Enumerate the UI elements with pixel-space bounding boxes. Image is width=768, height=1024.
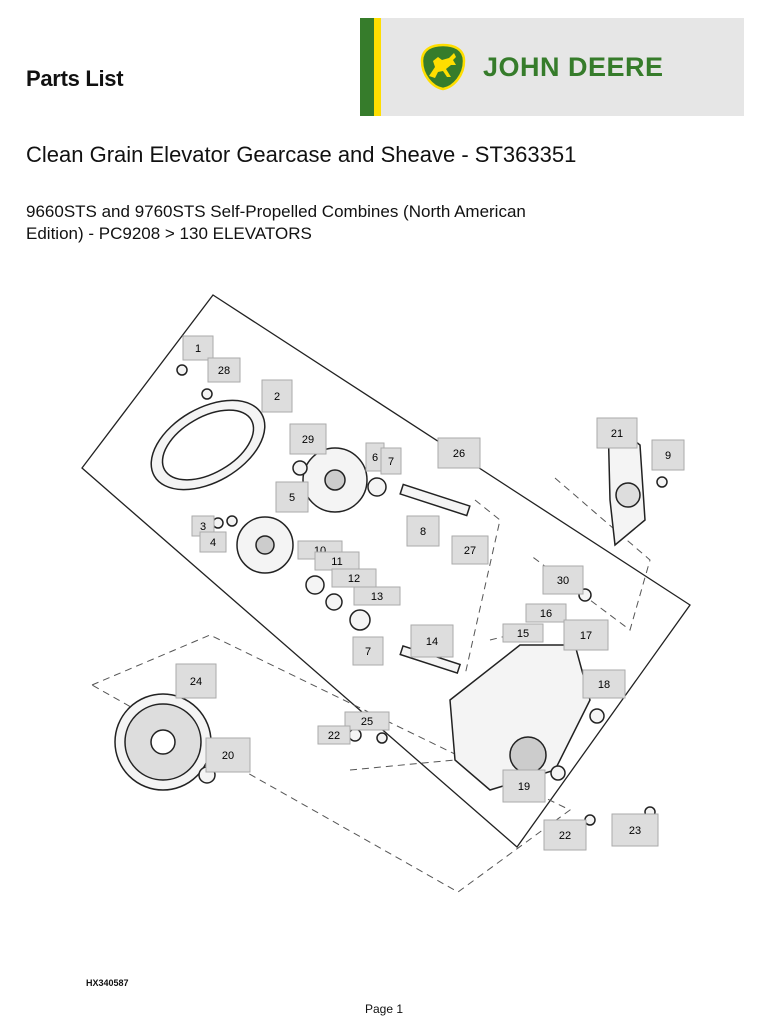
callout-30: 30 bbox=[542, 565, 584, 595]
callout-28-label: 28 bbox=[218, 365, 230, 377]
callout-19-label: 19 bbox=[518, 781, 530, 793]
callout-8-label: 8 bbox=[420, 526, 426, 538]
document-title: Clean Grain Elevator Gearcase and Sheave… bbox=[26, 142, 577, 167]
brand-green-bar bbox=[360, 18, 374, 116]
callout-17-label: 17 bbox=[580, 630, 592, 642]
document-subtitle: 9660STS and 9760STS Self-Propelled Combi… bbox=[26, 202, 526, 243]
callout-labels: 1 28 2 29 6 7 26 21 9 3 4 5 8 27 10 11 1… bbox=[175, 335, 685, 851]
callout-12-label: 12 bbox=[348, 573, 360, 585]
callout-28: 28 bbox=[207, 357, 241, 383]
callout-14: 14 bbox=[410, 624, 454, 658]
callout-22-right-label: 22 bbox=[559, 830, 571, 842]
deer-logo-icon bbox=[420, 43, 466, 91]
callout-18-label: 18 bbox=[598, 679, 610, 691]
callout-27-label: 27 bbox=[464, 545, 476, 557]
callout-23-label: 23 bbox=[629, 825, 641, 837]
callout-25: 25 bbox=[344, 711, 390, 731]
callout-22-left: 22 bbox=[317, 725, 351, 745]
page-number: Page 1 bbox=[364, 1002, 404, 1016]
callout-3-label: 3 bbox=[200, 521, 206, 533]
callout-29-label: 29 bbox=[302, 434, 314, 446]
callout-26-label: 26 bbox=[453, 448, 465, 460]
callout-18: 18 bbox=[582, 669, 626, 699]
callout-23: 23 bbox=[611, 813, 659, 847]
callout-7-lower: 7 bbox=[352, 636, 384, 666]
brand-yellow-bar bbox=[374, 18, 381, 116]
callout-2-label: 2 bbox=[274, 391, 280, 403]
callout-20-label: 20 bbox=[222, 750, 234, 762]
callout-11: 11 bbox=[314, 551, 360, 571]
callout-24: 24 bbox=[175, 663, 217, 699]
callout-9: 9 bbox=[651, 439, 685, 471]
callout-21: 21 bbox=[596, 417, 638, 449]
callout-2: 2 bbox=[261, 379, 293, 413]
callout-29: 29 bbox=[289, 423, 327, 455]
callout-7-top-label: 7 bbox=[388, 456, 394, 468]
callout-24-label: 24 bbox=[190, 676, 202, 688]
callout-22-left-label: 22 bbox=[328, 730, 340, 742]
callout-1-label: 1 bbox=[195, 343, 201, 355]
callout-12: 12 bbox=[331, 568, 377, 588]
callout-30-label: 30 bbox=[557, 575, 569, 587]
callout-7-lower-label: 7 bbox=[365, 646, 371, 658]
page-header-title: Parts List bbox=[26, 66, 124, 91]
callout-22-right: 22 bbox=[543, 819, 587, 851]
callout-9-label: 9 bbox=[665, 450, 671, 462]
exploded-parts-diagram: 1 28 2 29 6 7 26 21 9 3 4 5 8 27 10 11 1… bbox=[81, 294, 691, 893]
callout-19: 19 bbox=[502, 769, 546, 803]
callout-14-label: 14 bbox=[426, 636, 438, 648]
callout-25-label: 25 bbox=[361, 716, 373, 728]
callout-27: 27 bbox=[451, 535, 489, 565]
callout-1: 1 bbox=[182, 335, 214, 361]
callout-17: 17 bbox=[563, 619, 609, 651]
callout-6-label: 6 bbox=[372, 452, 378, 464]
callout-15-label: 15 bbox=[517, 628, 529, 640]
callout-7-top: 7 bbox=[380, 447, 402, 475]
brand-banner: JOHN DEERE bbox=[360, 18, 744, 116]
callout-11-label: 11 bbox=[331, 556, 342, 568]
callout-13: 13 bbox=[353, 586, 401, 606]
callout-16: 16 bbox=[525, 603, 567, 623]
brand-wordmark: JOHN DEERE bbox=[483, 52, 664, 82]
callout-15: 15 bbox=[502, 623, 544, 643]
callout-16-label: 16 bbox=[540, 608, 552, 620]
callout-4: 4 bbox=[199, 531, 227, 553]
callout-21-label: 21 bbox=[611, 428, 623, 440]
callout-26: 26 bbox=[437, 437, 481, 469]
callout-13-label: 13 bbox=[371, 591, 383, 603]
callout-8: 8 bbox=[406, 515, 440, 547]
callout-5-label: 5 bbox=[289, 492, 295, 504]
callout-5: 5 bbox=[275, 481, 309, 513]
callout-4-label: 4 bbox=[210, 537, 216, 549]
callout-20: 20 bbox=[205, 737, 251, 773]
figure-code: HX340587 bbox=[86, 978, 129, 988]
